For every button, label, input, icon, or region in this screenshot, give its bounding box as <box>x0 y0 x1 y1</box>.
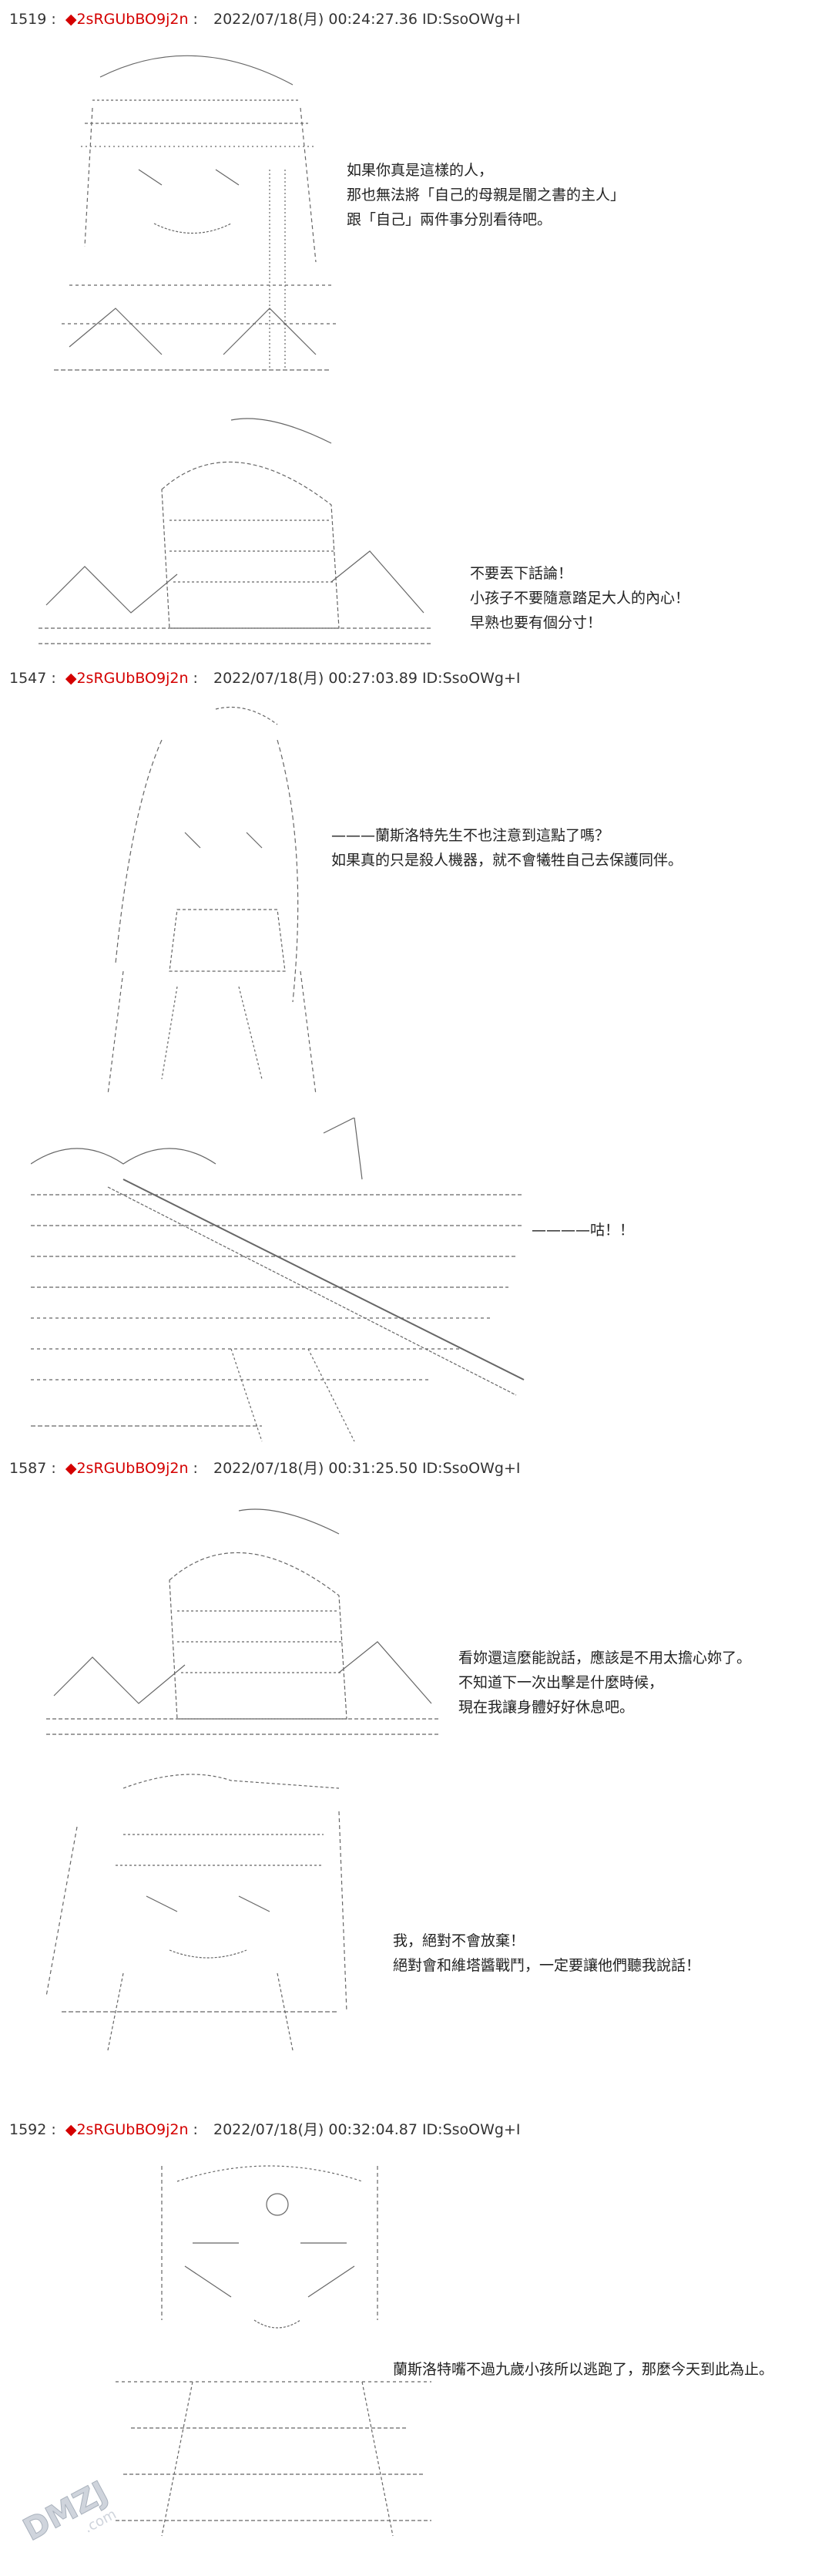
post-tripcode[interactable]: ◆2sRGUbBO9j2n <box>65 2121 189 2138</box>
dialog-line: ———蘭斯洛特先生不也注意到這點了嗎？ <box>331 827 610 844</box>
dialog-line: 蘭斯洛特嘴不過九歲小孩所以逃跑了，那麼今天到此為止。 <box>393 2361 774 2378</box>
post-number: 1519 <box>9 11 47 28</box>
post-header: 1519 : ◆2sRGUbBO9j2n : 2022/07/18(月) 00:… <box>9 11 521 28</box>
post-tripcode[interactable]: ◆2sRGUbBO9j2n <box>65 670 189 687</box>
watermark-text: DMZJ <box>18 2474 114 2547</box>
dialog-line: 絕對會和維塔醬戰鬥，一定要讓他們聽我說話！ <box>393 1957 701 1974</box>
dialog-line: ————咕！！ <box>532 1222 635 1239</box>
dialog-line: 現在我讓身體好好休息吧。 <box>458 1699 635 1716</box>
dialog-block: 不要丟下話論！ 小孩子不要隨意踏足大人的內心！ 早熟也要有個分寸！ <box>470 561 689 635</box>
dialog-block: ————咕！！ <box>532 1218 634 1243</box>
ascii-art-hat-scene <box>39 397 439 651</box>
dialog-block: 蘭斯洛特嘴不過九歲小孩所以逃跑了，那麼今天到此為止。 <box>393 2357 773 2382</box>
dialog-line: 跟「自己」兩件事分別看待吧。 <box>347 211 552 228</box>
post-meta: 2022/07/18(月) 00:31:25.50 ID:SsoOWg+I <box>213 1460 521 1477</box>
dialog-line: 早熟也要有個分寸！ <box>470 614 602 631</box>
dialog-line: 不要丟下話論！ <box>470 565 573 582</box>
post-header: 1547 : ◆2sRGUbBO9j2n : 2022/07/18(月) 00:… <box>9 670 521 687</box>
dialog-line: 我，絕對不會放棄！ <box>393 1932 525 1949</box>
dialog-line: 看妳還這麼能說話，應該是不用太擔心妳了。 <box>458 1650 752 1666</box>
site-watermark-logo: DMZJ .com <box>6 2467 129 2559</box>
post-header: 1587 : ◆2sRGUbBO9j2n : 2022/07/18(月) 00:… <box>9 1460 521 1477</box>
post-tripcode[interactable]: ◆2sRGUbBO9j2n <box>65 11 189 28</box>
ascii-art-hat-scene <box>46 1488 447 1742</box>
post-number: 1587 <box>9 1460 47 1477</box>
ascii-art-character-3 <box>31 1765 354 2058</box>
dialog-line: 不知道下一次出擊是什麼時候， <box>458 1674 664 1691</box>
post-tripcode[interactable]: ◆2sRGUbBO9j2n <box>65 1460 189 1477</box>
dialog-block: 如果你真是這樣的人， 那也無法將「自己的母親是闇之書的主人」 跟「自己」兩件事分… <box>347 158 625 232</box>
post-meta: 2022/07/18(月) 00:24:27.36 ID:SsoOWg+I <box>213 11 521 28</box>
ascii-art-character-2 <box>46 694 339 1102</box>
ascii-art-battle-scene <box>31 1118 532 1449</box>
post-number: 1592 <box>9 2121 47 2138</box>
dialog-block: ———蘭斯洛特先生不也注意到這點了嗎？ 如果真的只是殺人機器，就不會犧牲自己去保… <box>331 823 683 873</box>
ascii-art-character-1 <box>39 31 347 393</box>
post-header: 1592 : ◆2sRGUbBO9j2n : 2022/07/18(月) 00:… <box>9 2121 521 2138</box>
dialog-line: 那也無法將「自己的母親是闇之書的主人」 <box>347 187 626 203</box>
dialog-line: 小孩子不要隨意踏足大人的內心！ <box>470 590 690 607</box>
dialog-block: 我，絕對不會放棄！ 絕對會和維塔醬戰鬥，一定要讓他們聽我說話！ <box>393 1929 700 1978</box>
post-number: 1547 <box>9 670 47 687</box>
dialog-line: 如果你真是這樣的人， <box>347 162 494 179</box>
dialog-line: 如果真的只是殺人機器，就不會犧牲自己去保護同伴。 <box>331 852 683 869</box>
post-meta: 2022/07/18(月) 00:27:03.89 ID:SsoOWg+I <box>213 670 521 687</box>
dialog-block: 看妳還這麼能說話，應該是不用太擔心妳了。 不知道下一次出擊是什麼時候， 現在我讓… <box>458 1646 751 1720</box>
post-meta: 2022/07/18(月) 00:32:04.87 ID:SsoOWg+I <box>213 2121 521 2138</box>
ascii-art-character-4 <box>100 2151 447 2544</box>
